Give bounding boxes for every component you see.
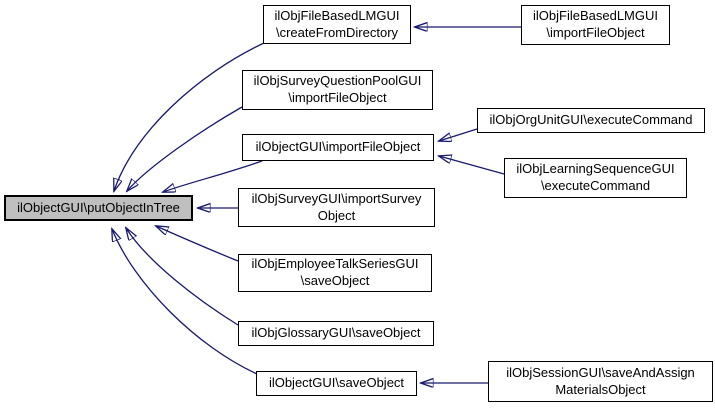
node-talkseriessaveobject[interactable]: ilObjEmployeeTalkSeriesGUI \saveObject xyxy=(238,254,432,292)
node-poolimportfileobject[interactable]: ilObjSurveyQuestionPoolGUI \importFileOb… xyxy=(242,70,433,110)
node-createfromdirectory[interactable]: ilObjFileBasedLMGUI \createFromDirectory xyxy=(263,5,411,44)
edge-glossarysaveobject-to-putobjectintree xyxy=(126,228,239,326)
node-label: ilObjSurveyGUI\importSurvey Object xyxy=(251,190,422,223)
node-label: ilObjLearningSequenceGUI \executeCommand xyxy=(516,161,675,193)
node-putobjectintree: ilObjectGUI\putObjectInTree xyxy=(4,195,193,221)
node-objimportfileobject[interactable]: ilObjectGUI\importFileObject xyxy=(242,134,434,161)
node-lmimportfileobject[interactable]: ilObjFileBasedLMGUI \importFileObject xyxy=(521,5,670,45)
node-objsaveobject[interactable]: ilObjectGUI\saveObject xyxy=(256,371,417,396)
node-orgunitexecutecommand[interactable]: ilObjOrgUnitGUI\executeCommand xyxy=(477,108,705,133)
node-label: ilObjEmployeeTalkSeriesGUI \saveObject xyxy=(251,256,419,288)
node-sessionsaveandassign[interactable]: ilObjSessionGUI\saveAndAssign MaterialsO… xyxy=(488,361,713,402)
node-label: ilObjFileBasedLMGUI \importFileObject xyxy=(533,8,658,40)
node-label: ilObjGlossaryGUI\saveObject xyxy=(251,325,421,341)
node-importsurveyobject[interactable]: ilObjSurveyGUI\importSurvey Object xyxy=(238,188,435,227)
node-label: ilObjOrgUnitGUI\executeCommand xyxy=(489,112,693,128)
edge-talkseriessaveobject-to-putobjectintree xyxy=(156,226,239,262)
node-label: ilObjSessionGUI\saveAndAssign MaterialsO… xyxy=(506,364,695,397)
edge-objimportfileobject-to-putobjectintree xyxy=(163,160,263,192)
edge-poolimportfileobject-to-putobjectintree xyxy=(127,106,243,191)
node-label: ilObjectGUI\importFileObject xyxy=(255,139,421,155)
edge-createfromdirectory-to-putobjectintree xyxy=(114,42,265,191)
node-lsexecutecommand[interactable]: ilObjLearningSequenceGUI \executeCommand xyxy=(504,158,687,198)
node-label: ilObjectGUI\putObjectInTree xyxy=(17,199,180,215)
node-label: ilObjSurveyQuestionPoolGUI \importFileOb… xyxy=(253,73,422,105)
node-glossarysaveobject[interactable]: ilObjGlossaryGUI\saveObject xyxy=(238,321,434,346)
node-label: ilObjFileBasedLMGUI \createFromDirectory xyxy=(274,7,400,40)
edge-lsexecutecommand-to-objimportfileobject xyxy=(439,156,505,175)
edge-objsaveobject-to-putobjectintree xyxy=(112,229,258,375)
edge-orgunitexecutecommand-to-objimportfileobject xyxy=(439,128,478,141)
node-label: ilObjectGUI\saveObject xyxy=(268,375,405,391)
